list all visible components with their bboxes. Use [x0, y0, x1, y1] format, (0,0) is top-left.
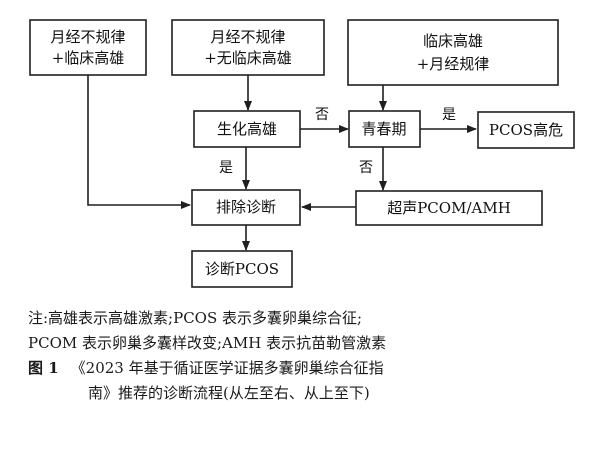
svg-text:月经不规律: 月经不规律: [210, 28, 285, 46]
node-diagnose-pcos: 诊断PCOS: [191, 250, 293, 288]
svg-text:临床高雄: 临床高雄: [423, 32, 483, 50]
svg-text:诊断PCOS: 诊断PCOS: [205, 260, 279, 278]
edge-label-yes: 是: [219, 160, 233, 176]
svg-text:+月经规律: +月经规律: [417, 55, 490, 73]
note-line-2: PCOM 表示卵巢多囊样改变;AMH 表示抗苗勒管激素: [28, 334, 387, 352]
flowchart: 否 是 是 否 月经不规律 +临床高雄 月经不规律 +无临床高雄 临床高雄 +月…: [29, 19, 575, 288]
node-adolescence: 青春期: [348, 110, 421, 148]
edge-n1-to-n7: [87, 75, 191, 209]
node-irregular-menses-no-clinical-hyperandrogenism: 月经不规律 +无临床高雄: [171, 19, 325, 76]
figure-title-line-2: 南》推荐的诊断流程(从左至右、从上至下): [88, 384, 370, 402]
edge-label-no: 否: [359, 160, 373, 176]
svg-text:PCOS高危: PCOS高危: [489, 121, 563, 139]
svg-text:+临床高雄: +临床高雄: [52, 49, 125, 67]
note-line-1: 注:高雄表示高雄激素;PCOS 表示多囊卵巢综合征;: [28, 309, 363, 327]
svg-text:月经不规律: 月经不规律: [50, 28, 125, 46]
svg-text:+无临床高雄: +无临床高雄: [204, 49, 292, 67]
node-ultrasound-pcom-amh: 超声PCOM/AMH: [355, 190, 543, 226]
figure-title-line-1: 《2023 年基于循证医学证据多囊卵巢综合征指: [70, 359, 384, 377]
node-biochemical-hyperandrogenism: 生化高雄: [193, 110, 301, 148]
node-pcos-high-risk: PCOS高危: [477, 111, 575, 149]
node-clinical-hyperandrogenism-regular-menses: 临床高雄 +月经规律: [347, 19, 559, 86]
edge-label-yes: 是: [442, 107, 456, 123]
edge-label-no: 否: [315, 107, 329, 123]
svg-text:超声PCOM/AMH: 超声PCOM/AMH: [387, 199, 511, 217]
node-exclusion-diagnosis: 排除诊断: [191, 189, 301, 226]
svg-text:生化高雄: 生化高雄: [217, 120, 277, 138]
figure-caption: 注:高雄表示高雄激素;PCOS 表示多囊卵巢综合征; PCOM 表示卵巢多囊样改…: [28, 306, 576, 406]
svg-text:青春期: 青春期: [361, 120, 406, 138]
figure-title: 图 1 《2023 年基于循证医学证据多囊卵巢综合征指: [28, 356, 576, 381]
svg-text:排除诊断: 排除诊断: [216, 198, 276, 216]
node-irregular-menses-clinical-hyperandrogenism: 月经不规律 +临床高雄: [29, 19, 147, 76]
figure-label: 图 1: [28, 359, 59, 377]
